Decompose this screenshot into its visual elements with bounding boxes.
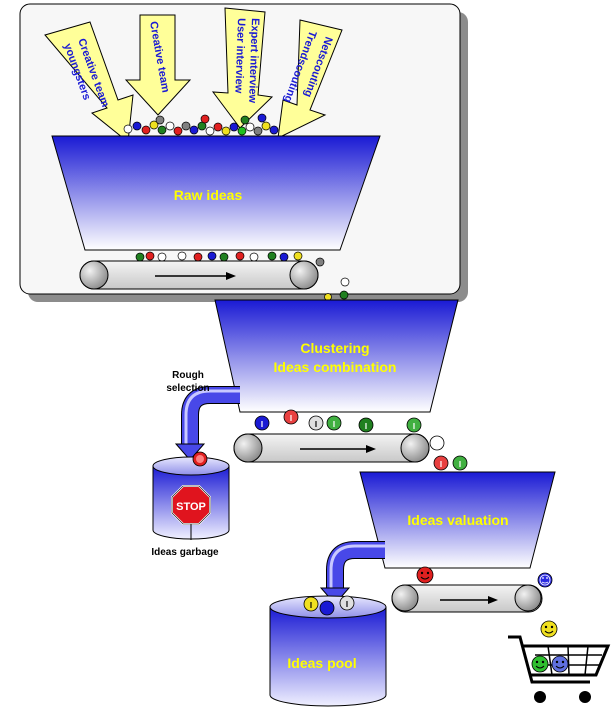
smiley-ball-red — [416, 566, 434, 584]
input-arrow-2: Creative team — [124, 14, 192, 116]
ideas-garbage-bin: STOP — [152, 451, 230, 540]
ball-letter: I — [440, 460, 442, 469]
falling-balls-1 — [324, 277, 350, 301]
ball-letter: I — [459, 460, 461, 469]
ball-letter: I — [261, 420, 263, 429]
smiley-ball-blue — [537, 572, 553, 588]
input-arrow-3: User interview Expert interview — [211, 7, 274, 129]
ideas-pool-label: Ideas pool — [287, 655, 356, 671]
rough-selection-line1: Rough — [172, 370, 204, 381]
ball-letter: I — [333, 420, 335, 429]
valuation-hopper — [359, 471, 556, 569]
shopping-cart-icon — [508, 635, 611, 703]
clustering-label-line2: Ideas combination — [274, 359, 397, 375]
raw-ideas-hopper — [51, 135, 381, 251]
conveyor-belt-3 — [391, 584, 543, 613]
rough-selection-pipe — [174, 386, 240, 461]
conveyor-belt-2 — [233, 433, 430, 463]
svg-text:Expert interview: Expert interview — [246, 18, 261, 104]
pool-pipe — [319, 541, 385, 605]
input-3-line2: Expert interview — [246, 18, 261, 104]
raw-idea-balls-top — [123, 113, 279, 136]
valuation-label: Ideas valuation — [407, 512, 508, 528]
clustering-hopper — [214, 299, 459, 413]
ball-letter: I — [346, 600, 348, 609]
belt-1-balls — [135, 251, 325, 267]
belt-2-balls: I I I I I I — [254, 409, 422, 433]
smiley-green-icon — [531, 655, 549, 673]
ball-letter: I — [365, 422, 367, 431]
ideas-pool-cylinder: I I — [269, 595, 387, 707]
raw-ideas-label: Raw ideas — [174, 187, 243, 203]
rough-selection-line2: selection — [166, 383, 209, 394]
ball-letter: I — [315, 420, 317, 429]
ball-letter: I — [310, 601, 312, 610]
conveyor-belt-1 — [79, 260, 319, 290]
svg-text:User interview: User interview — [232, 18, 247, 94]
falling-balls-2: I I — [429, 435, 468, 471]
input-3-line1: User interview — [232, 18, 247, 94]
stop-sign-text: STOP — [176, 501, 206, 513]
clustering-label-line1: Clustering — [300, 340, 369, 356]
smiley-yellow-icon — [540, 620, 558, 638]
smiley-blue-icon — [551, 655, 569, 673]
ball-letter: I — [290, 414, 292, 423]
ball-letter: I — [413, 422, 415, 431]
ideas-garbage-label: Ideas garbage — [151, 547, 219, 558]
